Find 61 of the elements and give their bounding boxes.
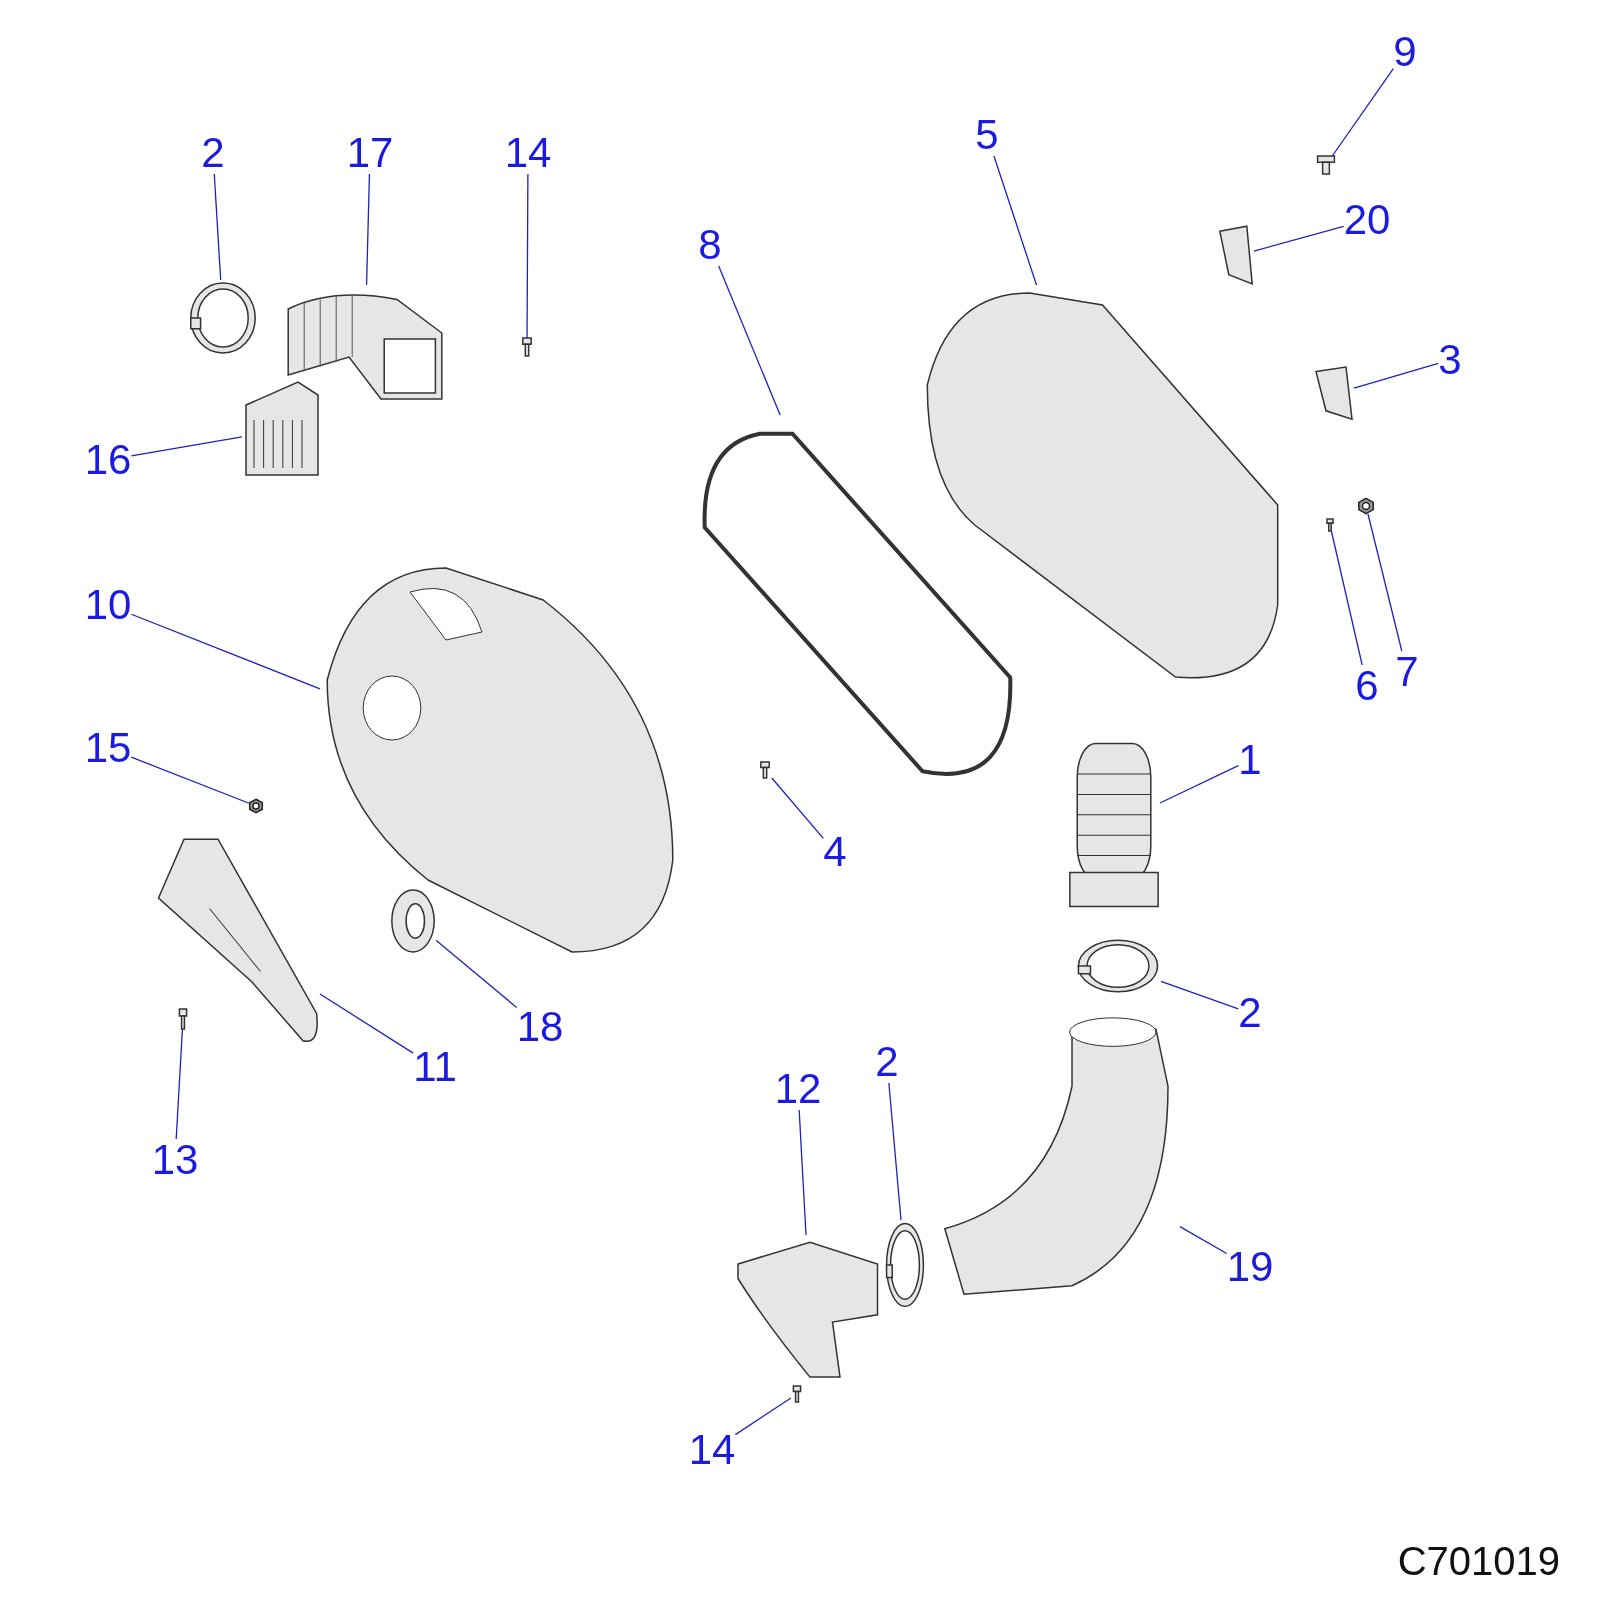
- callout-number: 17: [346, 132, 394, 174]
- callout-number: 13: [151, 1139, 199, 1181]
- leader-line: [526, 173, 529, 339]
- callout-number: 14: [504, 132, 552, 174]
- hose-clamp-drawing: [1075, 938, 1161, 994]
- hose-clamp-drawing: [188, 280, 258, 356]
- leader-line: [771, 777, 824, 839]
- callout-number: 2: [875, 1041, 899, 1083]
- callout-number: 14: [688, 1429, 736, 1471]
- callout-number: 8: [698, 224, 722, 266]
- leader-line: [213, 173, 222, 281]
- callout-number: 9: [1393, 31, 1417, 73]
- leader-line: [1159, 764, 1239, 804]
- leader-line: [130, 756, 250, 804]
- callout-number: 19: [1226, 1246, 1274, 1288]
- leader-line: [130, 613, 321, 690]
- leader-line: [130, 436, 243, 457]
- leader-line: [1367, 513, 1403, 652]
- callout-number: 7: [1395, 651, 1419, 693]
- callout-number: 12: [774, 1068, 822, 1110]
- callout-number: 2: [1238, 992, 1262, 1034]
- leader-line: [1353, 362, 1439, 389]
- leader-line: [1179, 1226, 1228, 1255]
- decal-drawing: [1314, 366, 1354, 422]
- leader-line: [718, 265, 781, 416]
- screw-drawing: [177, 1009, 189, 1029]
- callout-number: 2: [201, 132, 225, 174]
- callout-number: 11: [413, 1046, 457, 1088]
- leader-line: [1331, 68, 1394, 157]
- callout-number: 18: [516, 1006, 564, 1048]
- screw-drawing: [1325, 519, 1335, 531]
- washer-drawing: [390, 888, 436, 954]
- callout-number: 10: [84, 584, 132, 626]
- hose-clamp-drawing: [885, 1220, 925, 1310]
- filter-drawing: [1068, 740, 1160, 910]
- leader-line: [175, 1028, 184, 1140]
- leader-line: [1330, 530, 1363, 666]
- callout-number: 15: [84, 727, 132, 769]
- callout-number: 16: [84, 439, 132, 481]
- callout-number: 1: [1238, 739, 1262, 781]
- leader-line: [319, 993, 414, 1054]
- leader-line: [1160, 980, 1239, 1010]
- leader-line: [734, 1397, 792, 1436]
- callout-number: 20: [1343, 199, 1391, 241]
- callout-number: 6: [1355, 665, 1379, 707]
- nut-drawing: [249, 799, 263, 813]
- callout-number: 3: [1438, 339, 1462, 381]
- decal-drawing: [1218, 225, 1254, 287]
- leader-line: [993, 155, 1038, 286]
- leader-line: [435, 939, 518, 1009]
- callout-number: 5: [975, 114, 999, 156]
- callout-number: 4: [823, 831, 847, 873]
- screw-drawing: [758, 762, 772, 778]
- drawing-number: C701019: [1397, 1539, 1560, 1584]
- leader-line: [1253, 225, 1345, 252]
- leader-line: [798, 1109, 807, 1236]
- screw-drawing: [791, 1386, 803, 1402]
- leader-line: [888, 1082, 902, 1221]
- screw-drawing: [520, 338, 534, 356]
- leader-line: [365, 173, 371, 286]
- nut-drawing: [1358, 498, 1374, 514]
